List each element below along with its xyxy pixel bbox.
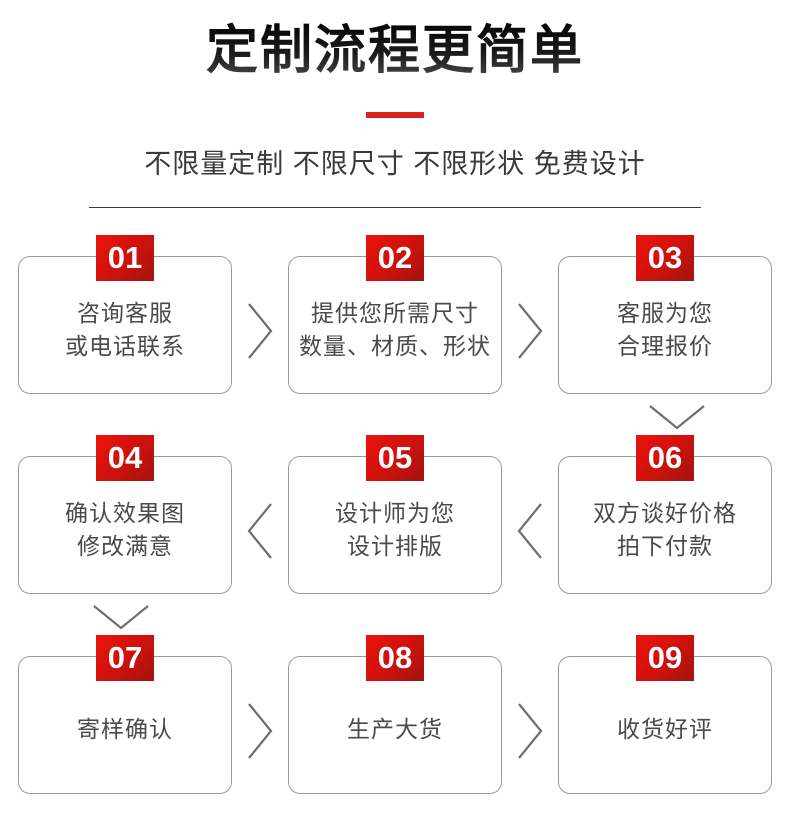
step-number-badge: 01 xyxy=(96,234,154,281)
chevron-right-icon xyxy=(515,700,545,762)
step-label: 设计师为您 设计排版 xyxy=(327,497,463,562)
step-label-line: 收货好评 xyxy=(617,716,713,743)
step-number-badge: 07 xyxy=(96,634,154,681)
step-label: 确认效果图 修改满意 xyxy=(57,497,193,562)
step-label-line: 提供您所需尺寸 xyxy=(311,299,479,326)
step-label-line: 咨询客服 xyxy=(77,299,173,326)
step-label: 双方谈好价格 拍下付款 xyxy=(585,497,745,562)
step-label-line: 修改满意 xyxy=(77,532,173,559)
chevron-right-icon xyxy=(245,300,275,362)
chevron-right-icon xyxy=(515,300,545,362)
step-card-06[interactable]: 06 双方谈好价格 拍下付款 xyxy=(558,434,772,594)
step-label: 提供您所需尺寸 数量、材质、形状 xyxy=(291,297,499,362)
step-label: 客服为您 合理报价 xyxy=(609,297,721,362)
title-accent-divider xyxy=(366,112,424,119)
step-label-line: 客服为您 xyxy=(617,299,713,326)
step-number-badge: 03 xyxy=(636,234,694,281)
step-label: 生产大货 xyxy=(339,713,451,746)
step-label-line: 或电话联系 xyxy=(65,332,185,359)
step-label-line: 设计师为您 xyxy=(335,499,455,526)
step-label-line: 生产大货 xyxy=(347,716,443,743)
step-label-line: 数量、材质、形状 xyxy=(299,332,491,359)
chevron-down-icon xyxy=(90,602,152,632)
step-card-07[interactable]: 07 寄样确认 xyxy=(18,634,232,794)
flow-row-3: 07 寄样确认 08 生产大货 09 收货好评 xyxy=(18,634,772,806)
step-label-line: 寄样确认 xyxy=(77,716,173,743)
step-label: 收货好评 xyxy=(609,713,721,746)
flow-row-1: 01 咨询客服 或电话联系 02 提供您所需尺寸 数量、材质、形状 03 客服为… xyxy=(18,234,772,406)
step-card-08[interactable]: 08 生产大货 xyxy=(288,634,502,794)
step-label-line: 确认效果图 xyxy=(65,499,185,526)
step-card-05[interactable]: 05 设计师为您 设计排版 xyxy=(288,434,502,594)
flow-row-2: 04 确认效果图 修改满意 05 设计师为您 设计排版 06 双方谈好价格 拍下… xyxy=(18,434,772,606)
step-number-badge: 08 xyxy=(366,634,424,681)
step-card-02[interactable]: 02 提供您所需尺寸 数量、材质、形状 xyxy=(288,234,502,394)
page-title: 定制流程更简单 xyxy=(0,22,790,80)
chevron-right-icon xyxy=(245,700,275,762)
step-card-01[interactable]: 01 咨询客服 或电话联系 xyxy=(18,234,232,394)
step-card-03[interactable]: 03 客服为您 合理报价 xyxy=(558,234,772,394)
step-card-04[interactable]: 04 确认效果图 修改满意 xyxy=(18,434,232,594)
page-header: 定制流程更简单 不限量定制 不限尺寸 不限形状 免费设计 xyxy=(0,0,790,208)
step-label: 咨询客服 或电话联系 xyxy=(57,297,193,362)
step-number-badge: 05 xyxy=(366,434,424,481)
step-label-line: 拍下付款 xyxy=(617,532,713,559)
step-label-line: 双方谈好价格 xyxy=(593,499,737,526)
process-flow: 01 咨询客服 或电话联系 02 提供您所需尺寸 数量、材质、形状 03 客服为… xyxy=(0,234,790,806)
chevron-left-icon xyxy=(245,500,275,562)
step-number-badge: 02 xyxy=(366,234,424,281)
step-number-badge: 04 xyxy=(96,434,154,481)
header-divider xyxy=(89,206,701,208)
page-subtitle: 不限量定制 不限尺寸 不限形状 免费设计 xyxy=(144,149,646,180)
chevron-left-icon xyxy=(515,500,545,562)
step-card-09[interactable]: 09 收货好评 xyxy=(558,634,772,794)
step-number-badge: 06 xyxy=(636,434,694,481)
step-label-line: 合理报价 xyxy=(617,332,713,359)
step-label-line: 设计排版 xyxy=(347,532,443,559)
step-number-badge: 09 xyxy=(636,634,694,681)
chevron-down-icon xyxy=(646,402,708,432)
step-label: 寄样确认 xyxy=(69,713,181,746)
